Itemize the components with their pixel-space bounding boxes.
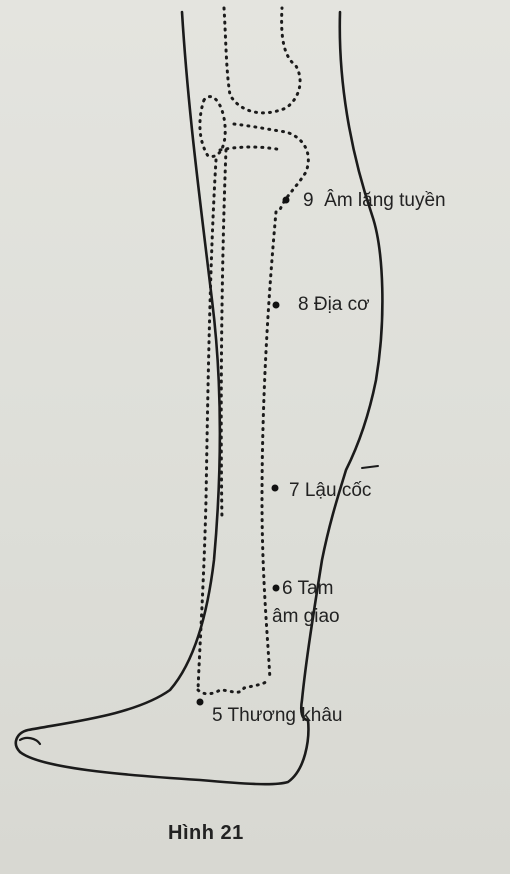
point-6-label: 6 Tam [282,578,333,600]
point-8-name: Địa cơ [313,294,370,315]
femur-dotted-outline [222,6,302,115]
point-7-dot [271,484,279,492]
leg-front-outline [299,10,384,722]
point-7-number: 7 [289,480,300,501]
point-5-name: Thương khâu [227,705,343,726]
leg-back-outline [14,10,222,754]
point-9-dot [282,196,290,204]
point-6-label-line2: âm giao [272,606,340,628]
tibia-head-inner-dotted [218,145,284,152]
tibia-head-dotted-outline [232,122,310,212]
point-6-dot [272,584,280,592]
tibia-right-dotted [260,210,278,682]
shin-mark [361,465,379,469]
point-8-dot [272,301,280,309]
point-8-number: 8 [298,294,309,315]
tibia-left-dotted [196,158,218,692]
point-5-dot [196,698,204,706]
point-8-label: 8 Địa cơ [298,294,370,316]
foot-sole-outline [18,718,310,786]
point-7-name: Lậu cốc [304,480,372,501]
toe-outline [18,736,42,746]
figure-caption: Hình 21 [168,822,244,844]
patella-dotted-outline [198,95,227,158]
point-9-name: Âm lăng tuyền [324,190,446,211]
point-5-label: 5 Thương khâu [212,705,342,727]
point-6-number: 6 [282,578,293,599]
point-7-label: 7 Lậu cốc [289,480,371,502]
point-9-number: 9 [303,190,314,211]
point-6-name-line2: âm giao [272,606,340,627]
point-6-name-line1: Tam [297,578,334,599]
point-9-label: 9 Âm lăng tuyền [303,190,446,212]
malleolus-dotted [196,678,272,696]
fibula-dotted [219,148,228,522]
point-5-number: 5 [212,705,223,726]
